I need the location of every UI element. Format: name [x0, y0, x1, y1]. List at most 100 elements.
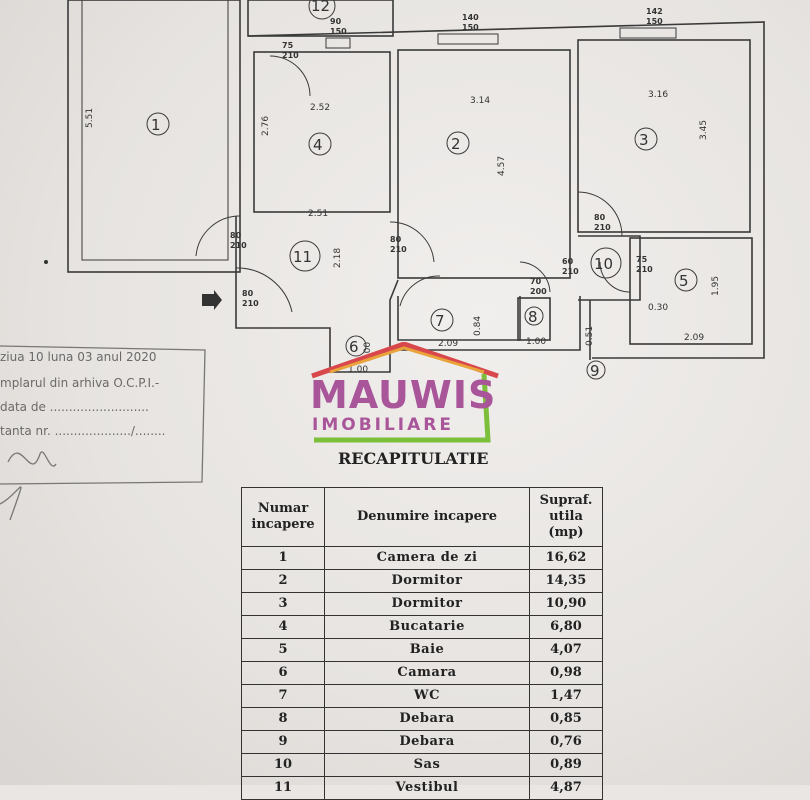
- window-label-bot-2: 150: [462, 23, 479, 32]
- cell-num: 5: [241, 638, 325, 662]
- room-label-12: 12: [311, 0, 330, 15]
- logo-brand: MAUWIS: [310, 373, 497, 417]
- dim-10: 1.95: [711, 276, 721, 296]
- door-arc-2: [389, 221, 435, 263]
- dim-7: 3.45: [699, 120, 709, 140]
- door-arc-8: [519, 261, 551, 293]
- dim-3: 3.14: [470, 96, 490, 106]
- room-2-outline: [397, 49, 571, 279]
- room-label-2: 2: [451, 135, 461, 153]
- cell-name: Vestibul: [324, 776, 530, 800]
- door-label: 210: [242, 299, 259, 308]
- door-label: 210: [282, 51, 299, 60]
- door-label: 80: [390, 235, 402, 244]
- stamp-line-1: ziua 10 luna 03 anul 2020: [0, 350, 157, 364]
- cell-name: WC: [324, 684, 530, 708]
- room-label-3: 3: [639, 131, 649, 149]
- dim-14: 0.84: [473, 316, 483, 336]
- recap-title: RECAPITULATIE: [338, 449, 489, 468]
- window-label-bot-1: 150: [330, 27, 347, 36]
- door-label: 210: [594, 223, 611, 232]
- cell-area: 4,07: [529, 638, 603, 662]
- outer-wall-right: [247, 21, 765, 359]
- mauwis-logo-icon: [311, 342, 499, 443]
- door-arc-1: [195, 215, 241, 257]
- window-label-bot-3: 150: [646, 17, 663, 26]
- cell-area: 10,90: [529, 592, 603, 616]
- room-label-7: 7: [435, 312, 445, 330]
- room-label-1: 1: [151, 116, 161, 134]
- dim-12: 2.09: [684, 333, 704, 343]
- door-arc-4: [269, 55, 311, 97]
- cell-num: 2: [241, 569, 325, 593]
- cell-area: 0,85: [529, 707, 603, 731]
- cell-name: Debara: [324, 730, 530, 754]
- dot-mark: [44, 260, 48, 264]
- window-small: [325, 37, 351, 49]
- cell-name: Baie: [324, 638, 530, 662]
- cell-name: Camara: [324, 661, 530, 685]
- door-label: 200: [530, 287, 547, 296]
- cell-area: 1,47: [529, 684, 603, 708]
- floor-plan: 1 2 3 4 5 6 7 8 9 10 11 12 5.51 2.52 3.1…: [44, 0, 765, 380]
- window-room-2: [437, 33, 499, 45]
- window-label-top-1: 90: [330, 17, 342, 26]
- logo-subtitle: IMOBILIARE: [312, 415, 454, 435]
- cell-area: 6,80: [529, 615, 603, 639]
- dim-18: 1.00: [363, 342, 373, 362]
- room-label-11: 11: [293, 248, 312, 266]
- cell-num: 1: [241, 546, 325, 570]
- header-area: Supraf. utila (mp): [529, 487, 603, 547]
- header-num: Numar incapere: [241, 487, 325, 547]
- cell-num: 9: [241, 730, 325, 754]
- room-label-8: 8: [528, 308, 538, 326]
- room-5-outline: [629, 237, 753, 345]
- dimension-labels: 5.51 2.52 3.14 3.16 2.76 4.57 3.45 2.51 …: [85, 90, 721, 375]
- room-10-outline: [578, 235, 641, 301]
- room-label-9: 9: [590, 362, 600, 380]
- window-label-top-3: 142: [646, 7, 663, 16]
- door-label: 80: [230, 231, 242, 240]
- dim-8: 2.51: [308, 209, 328, 219]
- dim-15: 1.00: [526, 337, 546, 347]
- dim-9: 2.18: [333, 248, 343, 268]
- cell-num: 6: [241, 661, 325, 685]
- dim-5: 2.76: [261, 116, 271, 136]
- dim-16: 1.00: [348, 365, 368, 375]
- dim-2: 2.52: [310, 103, 330, 113]
- door-labels: 75 210 80 210 80 210 80 210 80 210 70 20…: [230, 41, 653, 308]
- door-label: 75: [282, 41, 294, 50]
- room-7-outline: [397, 296, 521, 341]
- cell-name: Camera de zi: [324, 546, 530, 570]
- cell-area: 0,89: [529, 753, 603, 777]
- cell-num: 7: [241, 684, 325, 708]
- room-label-5: 5: [679, 272, 689, 290]
- door-arc-7: [399, 275, 441, 307]
- dim-4: 3.16: [648, 90, 668, 100]
- door-label: 60: [562, 257, 574, 266]
- door-arc-entry: [235, 267, 293, 313]
- door-label: 210: [230, 241, 247, 250]
- cell-area: 0,98: [529, 661, 603, 685]
- table-header-row: Numar incapere Denumire incapere Supraf.…: [241, 487, 603, 547]
- door-label: 70: [530, 277, 542, 286]
- dim-1: 5.51: [85, 108, 95, 128]
- door-label: 80: [242, 289, 254, 298]
- room-8-outline: [517, 297, 551, 341]
- dim-6: 4.57: [497, 156, 507, 176]
- door-label: 80: [594, 213, 606, 222]
- signature-mark: [7, 451, 57, 467]
- cell-name: Debara: [324, 707, 530, 731]
- room-label-10: 10: [594, 255, 613, 273]
- room-1-outline: [67, 0, 241, 273]
- dim-17: 0.51: [585, 326, 595, 346]
- cell-area: 0,76: [529, 730, 603, 754]
- entry-arrow-icon: [202, 290, 222, 310]
- door-arc-3: [577, 191, 623, 237]
- door-label: 75: [636, 255, 648, 264]
- cell-area: 14,35: [529, 569, 603, 593]
